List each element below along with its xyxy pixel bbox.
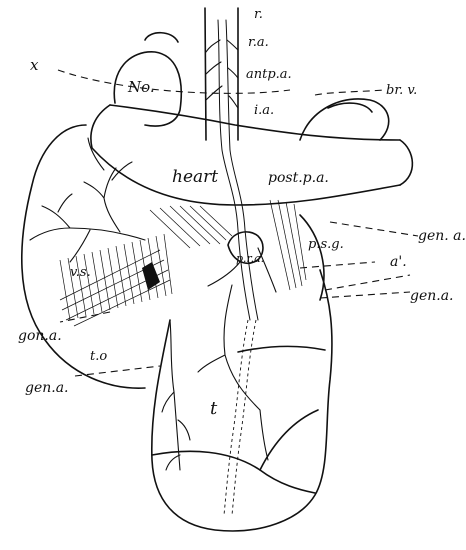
label-gena-left: gen.a. bbox=[25, 380, 69, 396]
left-vessels bbox=[30, 138, 145, 262]
label-aprime: a'. bbox=[390, 254, 407, 270]
label-r: r. bbox=[254, 7, 263, 22]
label-pra: p.r.a. bbox=[236, 252, 264, 265]
label-gena-right: gen. a. bbox=[418, 228, 466, 244]
label-ra: r.a. bbox=[248, 35, 269, 50]
hatched-tissue bbox=[60, 234, 172, 326]
label-gona: gon.a. bbox=[18, 328, 62, 344]
label-t: t bbox=[210, 398, 218, 419]
label-antpa: antp.a. bbox=[246, 67, 292, 82]
label-gena-right2: gen.a. bbox=[410, 288, 454, 304]
label-no: No. bbox=[127, 78, 155, 96]
label-heart: heart bbox=[172, 167, 218, 187]
ventral-vessel bbox=[205, 8, 258, 320]
label-x: x bbox=[30, 56, 39, 74]
label-psg: p.s.g. bbox=[308, 237, 344, 252]
label-to: t.o bbox=[90, 349, 107, 364]
label-postpa: post.p.a. bbox=[268, 170, 329, 186]
fibrous-region bbox=[150, 200, 306, 292]
label-brv: br. v. bbox=[386, 83, 417, 98]
label-vs: v.s. bbox=[70, 265, 91, 280]
label-ia: i.a. bbox=[254, 103, 274, 118]
